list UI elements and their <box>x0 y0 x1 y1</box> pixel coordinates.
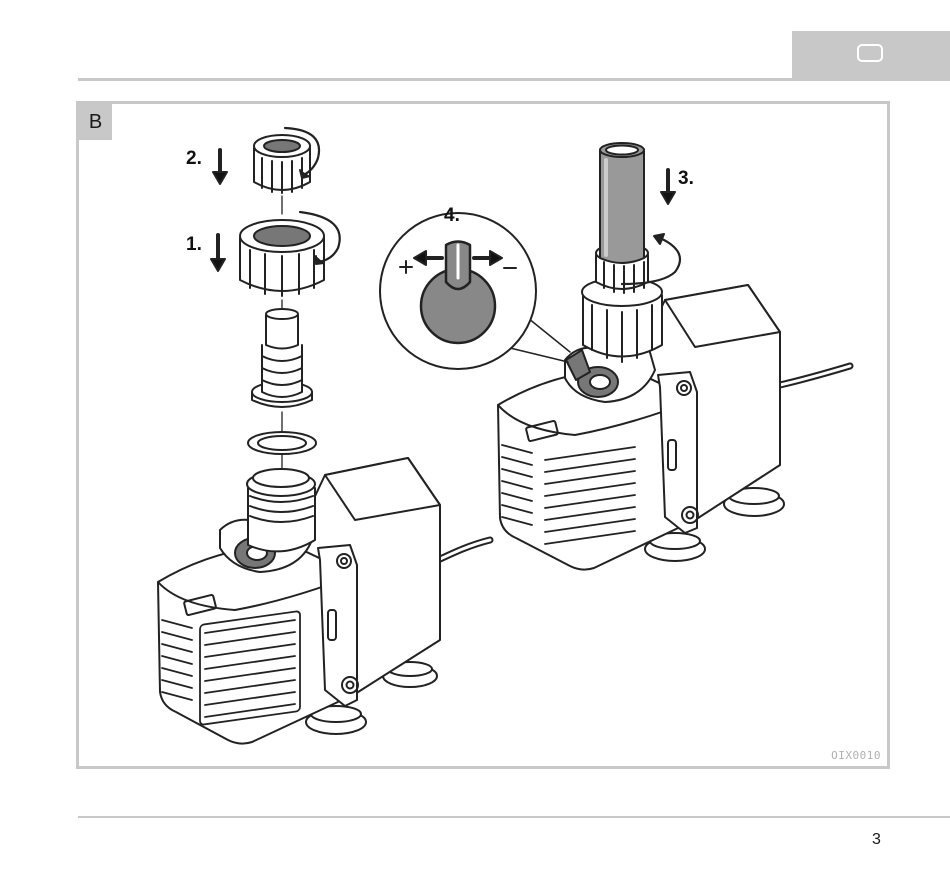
step-3-label: 3. <box>678 168 694 189</box>
step-4-label: 4. <box>444 205 460 226</box>
flow-adjuster-callout <box>380 213 570 369</box>
step-1-label: 1. <box>186 234 202 255</box>
bottom-rule <box>78 816 950 818</box>
step-2-label: 2. <box>186 148 202 169</box>
right-pump <box>498 143 850 570</box>
page-number: 3 <box>872 831 881 849</box>
